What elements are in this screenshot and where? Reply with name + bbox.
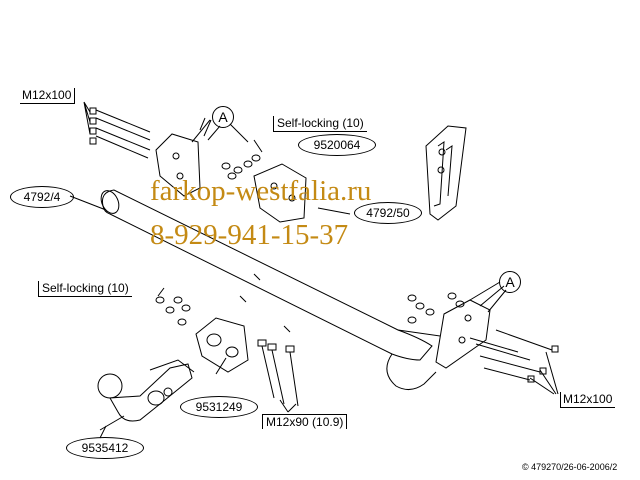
leader-lines [69, 123, 351, 439]
tow-ball [97, 359, 195, 431]
nuts-right [407, 292, 465, 324]
part-number-4792-50: 4792/50 [354, 202, 422, 224]
electrical-socket [195, 317, 249, 373]
center-bracket-9520064 [253, 163, 307, 223]
bolts-bottom [257, 339, 299, 407]
side-bracket-left [155, 117, 212, 197]
nuts-left-lower [155, 287, 191, 326]
marker-a-right: A [499, 271, 521, 293]
watermark-phone: 8-929-941-15-37 [150, 219, 349, 251]
side-bracket-right [435, 281, 507, 369]
self-locking-label-left: Self-locking (10) [38, 281, 132, 297]
marker-a-left: A [212, 106, 234, 128]
watermark-site: farkop-westfalia.ru [150, 175, 372, 207]
bracket-plate-4792-50 [425, 125, 467, 221]
bolts-right [469, 329, 559, 395]
bolt-label-left: M12x100 [20, 88, 76, 104]
self-locking-label-top: Self-locking (10) [273, 116, 367, 132]
part-number-9520064: 9520064 [298, 134, 376, 156]
copyright-text: © 479270/26-06-2006/2 [522, 462, 618, 472]
bolt-label-right: M12x100 [560, 392, 616, 408]
bolt-label-bottom: M12x90 (10.9) [262, 414, 348, 429]
part-number-9535412: 9535412 [66, 437, 144, 459]
nuts-top [221, 139, 263, 180]
part-number-4792-4: 4792/4 [10, 186, 74, 208]
bolts-left [83, 101, 151, 159]
part-number-9531249: 9531249 [180, 396, 258, 418]
